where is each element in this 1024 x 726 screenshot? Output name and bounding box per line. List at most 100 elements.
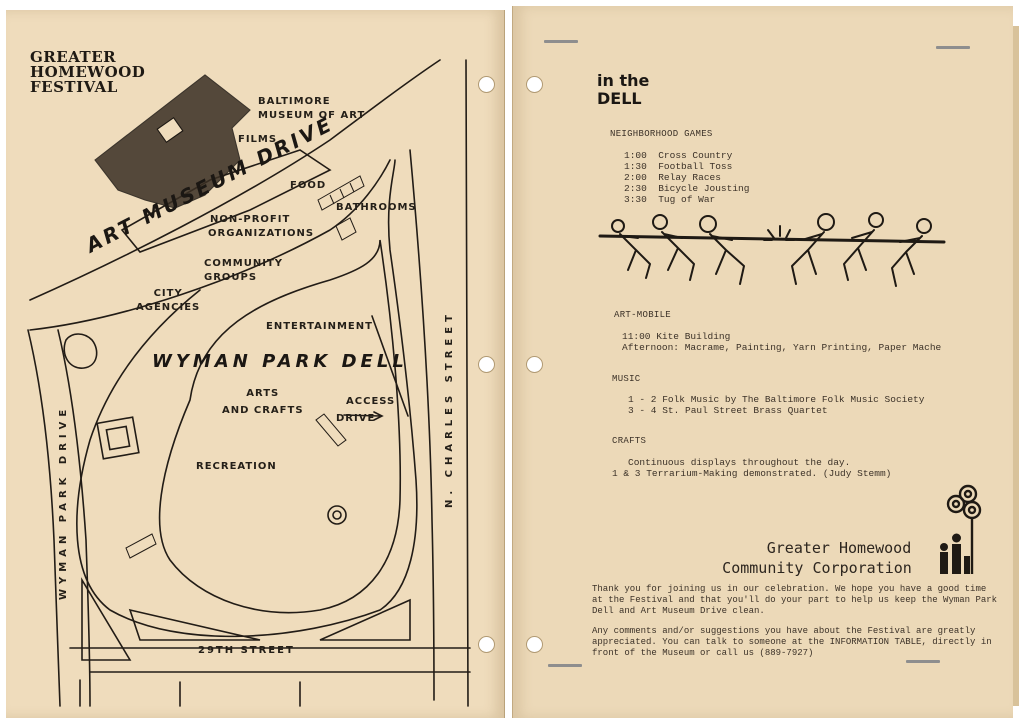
tug-figure-right-2 [843, 212, 884, 281]
map-label-museum-line-1: BALTIMORE [258, 96, 331, 107]
comments-paragraph: Any comments and/or suggestions you have… [592, 626, 992, 658]
binder-hole-right-3 [526, 636, 543, 653]
games-event: Cross Country [658, 150, 733, 161]
map-label-nonprofit-line-1: NON-PROFIT [210, 214, 291, 225]
map-label-arts-line-2: AND CRAFTS [222, 405, 304, 416]
map-label-arts-line-1: ARTS [246, 388, 280, 399]
festival-title-line-2: HOMEWOOD [30, 63, 146, 81]
map-art-museum-drive-bottom [29, 159, 391, 331]
thank-you-paragraph: Thank you for joining us in our celebrat… [592, 584, 998, 616]
map-label-access-drive: ACCESS DRIVE [336, 396, 405, 424]
games-time: 1:00 [624, 150, 647, 161]
staple-bottom-right [906, 660, 940, 663]
map-label-museum: BALTIMORE MUSEUM OF ART [258, 96, 365, 121]
map-label-recreation: RECREATION [196, 461, 277, 472]
festival-title: GREATER HOMEWOOD FESTIVAL [30, 50, 145, 95]
left-page-map: GREATER HOMEWOOD FESTIVAL [6, 10, 505, 718]
map-road-left-inner [57, 329, 91, 707]
map-block-2 [128, 608, 261, 641]
section-crafts-heading: CRAFTS [612, 436, 647, 446]
map-fountain [327, 505, 347, 525]
map-label-films: FILMS [238, 134, 278, 145]
games-item: 3:30 Tug of War [624, 194, 715, 205]
games-time: 2:30 [624, 183, 647, 194]
festival-title-line-1: GREATER [30, 48, 117, 66]
tug-figure-left-3 [699, 215, 745, 285]
games-item: 1:30 Football Toss [624, 161, 732, 172]
map-label-arts-crafts: ARTS AND CRAFTS [222, 388, 304, 416]
crafts-line-1: Continuous displays throughout the day. [628, 457, 851, 468]
tug-figure-left-1 [611, 219, 651, 279]
map-label-community: COMMUNITY GROUPS [204, 258, 283, 283]
right-page-program [512, 6, 1019, 718]
map-label-city-line-1: CITY [153, 288, 183, 299]
binder-hole-right-2 [526, 356, 543, 373]
staple-top-right [936, 46, 970, 49]
tug-figure-left-2 [652, 214, 695, 281]
map-label-bathrooms: BATHROOMS [336, 202, 417, 213]
games-event: Tug of War [658, 194, 716, 205]
map-art-museum-drive-top [29, 59, 441, 301]
games-event: Bicycle Jousting [658, 183, 750, 194]
tug-figure-right-1 [791, 213, 835, 285]
map-block-3 [319, 598, 411, 641]
binder-hole-left-1 [478, 76, 495, 93]
games-item: 1:00 Cross Country [624, 150, 732, 161]
games-event: Football Toss [658, 161, 733, 172]
binder-hole-right-1 [526, 76, 543, 93]
dell-title: in the DELL [597, 72, 649, 108]
tug-figure-right-3 [891, 218, 932, 287]
map-label-museum-line-2: MUSEUM OF ART [258, 110, 366, 121]
map-road-charles-left [409, 149, 435, 701]
organization-name: Greater Homewood Community Corporation [706, 538, 928, 578]
map-label-charles-street: N. CHARLES STREET [444, 310, 455, 508]
section-art-mobile-heading: ART-MOBILE [614, 310, 672, 320]
organization-name-line-1: Greater Homewood [766, 539, 912, 557]
map-block-1 [81, 577, 132, 661]
staple-top-left [544, 40, 578, 43]
dell-title-line-2: DELL [597, 89, 642, 108]
map-label-wyman-park-drive: WYMAN PARK DRIVE [58, 404, 69, 600]
staple-bottom-left [548, 664, 582, 667]
games-time: 1:30 [624, 161, 647, 172]
map-dell-inner [158, 239, 402, 614]
games-time: 3:30 [624, 194, 647, 205]
organization-name-line-2: Community Corporation [722, 559, 912, 577]
map-label-community-line-1: COMMUNITY [204, 258, 284, 269]
map-museum-building [94, 74, 251, 209]
map-road-charles-right [465, 59, 469, 707]
map-road-left [27, 329, 61, 707]
map-pond [63, 333, 98, 369]
festival-title-line-3: FESTIVAL [30, 78, 118, 96]
games-time: 2:00 [624, 172, 647, 183]
music-line-1: 1 - 2 Folk Music by The Baltimore Folk M… [628, 394, 925, 405]
map-access-arrow [343, 411, 384, 421]
map-label-city: CITY AGENCIES [136, 288, 200, 313]
map-label-food: FOOD [290, 180, 327, 191]
tug-of-war-illustration [598, 212, 946, 287]
map-label-wyman-park-dell: WYMAN PARK DELL [152, 351, 408, 372]
map-dell-outline [76, 159, 418, 638]
map-label-access-line-2: DRIVE [336, 413, 376, 424]
games-item: 2:30 Bicycle Jousting [624, 183, 749, 194]
organization-logo [940, 484, 982, 574]
map-label-city-line-2: AGENCIES [136, 302, 201, 313]
binder-hole-left-3 [478, 636, 495, 653]
map-label-access-line-1: ACCESS [346, 396, 396, 407]
map-planter [96, 416, 140, 460]
art-mobile-line-2: Afternoon: Macrame, Painting, Yarn Print… [622, 342, 942, 353]
section-neighborhood-games-heading: NEIGHBORHOOD GAMES [610, 129, 713, 139]
crafts-line-2: 1 & 3 Terrarium-Making demonstrated. (Ju… [612, 468, 892, 479]
music-line-2: 3 - 4 St. Paul Street Brass Quartet [628, 405, 828, 416]
binder-hole-left-2 [478, 356, 495, 373]
map-label-nonprofit: NON-PROFIT ORGANIZATIONS [208, 214, 314, 239]
map-label-29th-street: 29TH STREET [198, 645, 295, 656]
tug-burst [763, 225, 795, 241]
map-label-nonprofit-line-2: ORGANIZATIONS [208, 228, 315, 239]
section-music-heading: MUSIC [612, 374, 641, 384]
games-event: Relay Races [658, 172, 721, 183]
map-label-entertainment: ENTERTAINMENT [266, 321, 373, 332]
map-stairs [125, 175, 365, 559]
dell-title-line-1: in the [597, 71, 650, 90]
